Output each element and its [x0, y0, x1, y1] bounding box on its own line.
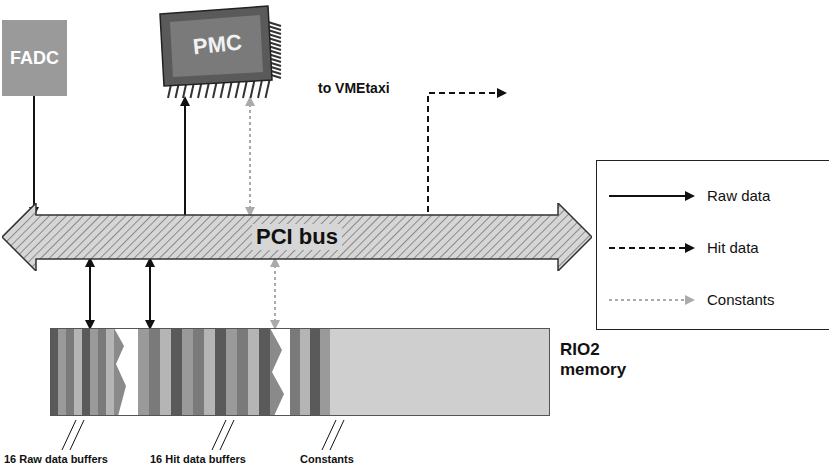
legend-line	[609, 247, 693, 249]
chip-pin	[258, 80, 262, 98]
node-label: FADC	[10, 48, 59, 69]
buffer-label: 16 Raw data buffers	[4, 453, 108, 465]
hit-buffer-stripe	[259, 328, 270, 416]
pmc-chip: PMC	[150, 2, 285, 102]
constants-stripe	[320, 328, 330, 416]
bus-arrow	[2, 203, 592, 271]
hit-buffer-stripe	[171, 328, 182, 416]
chip-pin	[266, 80, 270, 98]
legend-text: Hit data	[707, 239, 759, 256]
chip-pin	[243, 80, 247, 98]
chip-face	[170, 15, 263, 77]
leader-line	[330, 420, 344, 450]
fadc-box: FADC	[2, 20, 67, 96]
chip-body	[160, 6, 272, 86]
data-flow-arrow	[149, 259, 151, 328]
destination-label: to VMEtaxi	[318, 80, 390, 96]
legend-box: Raw dataHit dataConstants	[596, 160, 829, 330]
chip-pin	[268, 22, 281, 26]
legend-row: Hit data	[597, 233, 829, 263]
hit-buffer-stripe	[226, 328, 237, 416]
data-flow-arrow	[33, 96, 35, 215]
hit-buffer-stripe	[237, 328, 248, 416]
leader-line	[70, 420, 84, 450]
node-label: PCI bus	[252, 224, 342, 250]
legend-sample	[605, 233, 700, 263]
constants-stripe	[310, 328, 320, 416]
chip-pin	[251, 80, 255, 98]
raw-buffer-stripe	[82, 328, 90, 416]
hit-buffer-stripe	[215, 328, 226, 416]
raw-buffer-stripe	[106, 328, 114, 416]
hit-buffer-edge	[270, 328, 284, 416]
constants-stripe	[300, 328, 310, 416]
leader-line	[220, 420, 234, 450]
legend-line	[609, 299, 693, 301]
raw-buffer-stripe	[58, 328, 66, 416]
hit-data-arrow	[428, 93, 505, 212]
memory-label: RIO2 memory	[560, 340, 630, 379]
hit-buffer-stripe	[138, 328, 149, 416]
hit-buffer-stripe	[149, 328, 160, 416]
raw-buffer-stripe	[66, 328, 74, 416]
hit-buffer-stripe	[204, 328, 215, 416]
raw-buffer-stripe	[98, 328, 106, 416]
legend-row: Raw data	[597, 181, 829, 211]
legend-sample	[605, 285, 700, 315]
data-flow-arrow	[249, 98, 251, 215]
memory-buffers	[50, 328, 550, 416]
legend-line	[609, 195, 693, 197]
buffer-label: Constants	[300, 453, 354, 465]
legend-sample	[605, 181, 700, 211]
legend-row: Constants	[597, 285, 829, 315]
leader-line	[212, 420, 226, 450]
memory-block: RIO2 memory	[50, 328, 550, 416]
hit-buffer-stripe	[248, 328, 259, 416]
hit-buffer-stripe	[193, 328, 204, 416]
raw-buffer-stripe	[50, 328, 58, 416]
data-flow-arrow	[274, 259, 276, 328]
data-flow-arrow	[184, 98, 186, 215]
leader-line	[62, 420, 76, 450]
raw-buffer-edge	[114, 328, 126, 416]
raw-buffer-stripe	[90, 328, 98, 416]
memory-outline	[51, 329, 550, 416]
buffer-label: 16 Hit data buffers	[150, 453, 246, 465]
node-label: PMC	[192, 30, 243, 61]
constants-stripe	[290, 328, 300, 416]
hit-buffer-stripe	[182, 328, 193, 416]
raw-buffer-stripe	[74, 328, 82, 416]
hit-buffer-stripe	[160, 328, 171, 416]
legend-text: Constants	[707, 291, 775, 308]
constants-area	[330, 328, 550, 416]
legend-text: Raw data	[707, 187, 770, 204]
pci-bus: PCI bus	[2, 203, 592, 271]
leader-line	[322, 420, 336, 450]
data-flow-arrow	[89, 259, 91, 328]
